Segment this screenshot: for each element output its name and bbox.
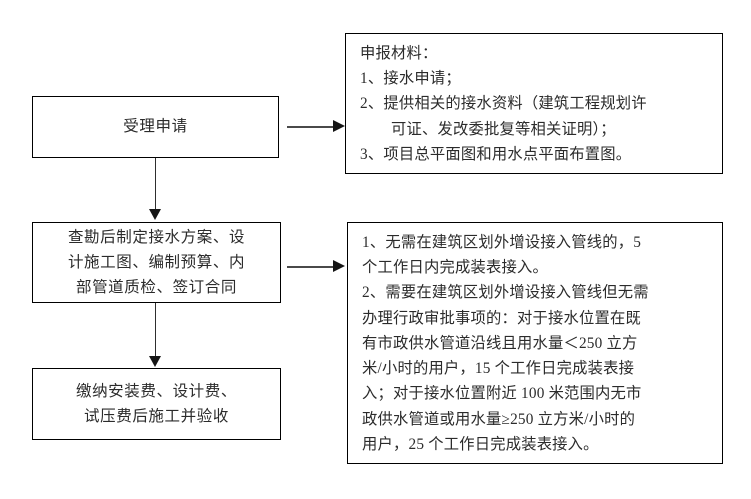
arrowhead-right-icon: [333, 260, 345, 272]
process-box-survey-and-plan-label: 查勘后制定接水方案、设 计施工图、编制预算、内 部管道质检、签订合同: [67, 228, 246, 297]
connector-accept-to-materials-note: [287, 126, 335, 128]
process-box-payment-and-construction-label: 缴纳安装费、设计费、 试压费后施工并验收: [75, 382, 237, 425]
note-box-application-materials-text: 申报材料： 1、接水申请； 2、提供相关的接水资料（建筑工程规划许 可证、发改委…: [360, 45, 647, 163]
process-box-payment-and-construction[interactable]: 缴纳安装费、设计费、 试压费后施工并验收: [32, 368, 281, 440]
process-box-survey-and-plan[interactable]: 查勘后制定接水方案、设 计施工图、编制预算、内 部管道质检、签订合同: [32, 222, 281, 303]
arrowhead-down-icon: [149, 209, 161, 220]
note-box-processing-time-limits[interactable]: 1、无需在建筑区划外增设接入管线的，5 个工作日内完成装表接入。 2、需要在建筑…: [347, 222, 723, 464]
connector-accept-to-plan: [155, 158, 156, 210]
connector-plan-to-timelimit-note: [287, 266, 335, 268]
arrowhead-down-icon: [149, 356, 161, 367]
process-box-accept-application-label: 受理申请: [123, 118, 188, 136]
arrowhead-right-icon: [333, 120, 345, 132]
note-box-processing-time-limits-text: 1、无需在建筑区划外增设接入管线的，5 个工作日内完成装表接入。 2、需要在建筑…: [362, 234, 649, 453]
note-box-application-materials[interactable]: 申报材料： 1、接水申请； 2、提供相关的接水资料（建筑工程规划许 可证、发改委…: [345, 33, 723, 174]
process-box-accept-application[interactable]: 受理申请: [32, 96, 279, 158]
connector-plan-to-payment: [155, 303, 156, 357]
